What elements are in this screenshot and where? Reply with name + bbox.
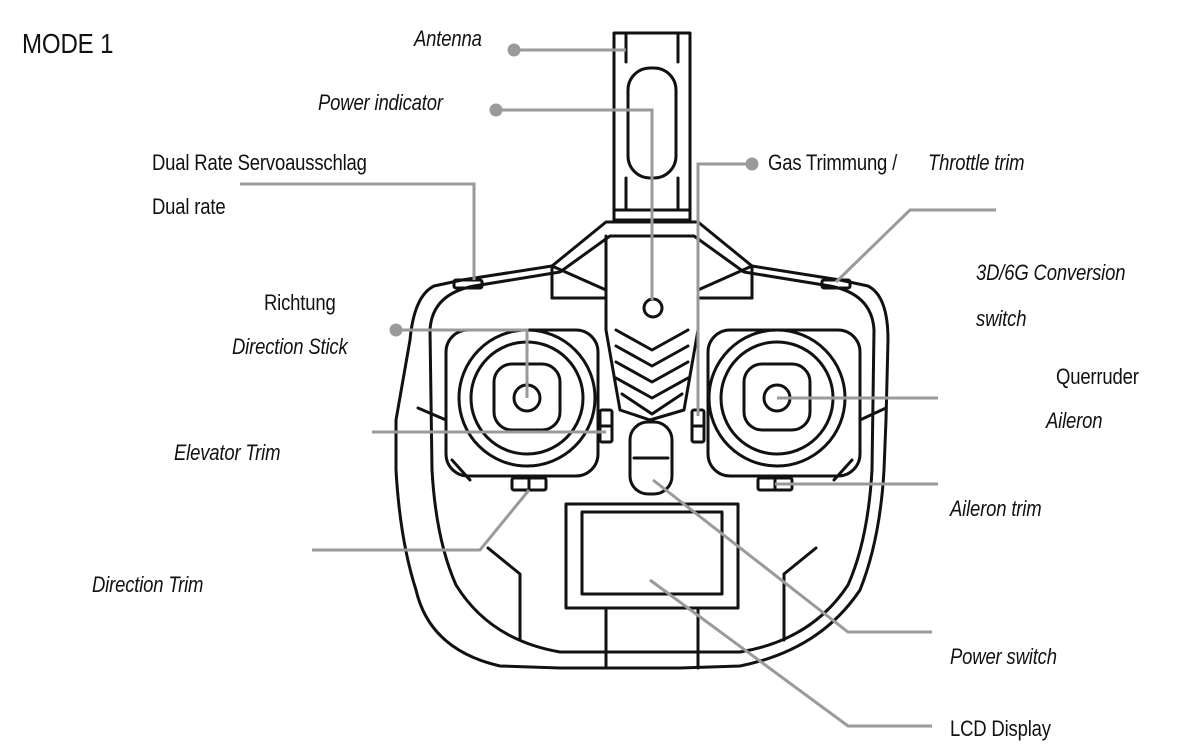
aileron-trim-label: Aileron trim: [950, 496, 1042, 521]
lcd-display-label: LCD Display: [950, 716, 1051, 741]
controller-body-outline: [394, 220, 890, 670]
conversion-switch-label-2: switch: [976, 306, 1027, 331]
mode-label: MODE 1: [22, 28, 114, 59]
power-indicator-label: Power indicator: [318, 90, 443, 115]
power-switch[interactable]: [628, 420, 674, 496]
throttle-trim-label: Throttle trim: [928, 150, 1025, 175]
querruder-label: Querruder: [1056, 364, 1139, 389]
dual-rate-label-en: Dual rate: [152, 194, 226, 219]
dual-rate-label-de: Dual Rate Servoausschlag: [152, 150, 367, 175]
richtung-label: Richtung: [264, 290, 336, 315]
leader-lines: [240, 43, 996, 728]
direction-trim-label: Direction Trim: [92, 572, 204, 597]
direction-stick-label: Direction Stick: [232, 334, 348, 359]
dual-rate-button[interactable]: [452, 278, 484, 290]
power-switch-label: Power switch: [950, 644, 1057, 669]
elevator-trim-label: Elevator Trim: [174, 440, 281, 465]
conversion-switch-label-1: 3D/6G Conversion: [976, 260, 1126, 285]
controller-body-inner: [428, 234, 876, 654]
aileron-label: Aileron: [1046, 408, 1103, 433]
lcd-display: [580, 510, 724, 596]
power-indicator-led: [642, 297, 664, 319]
antenna-label: Antenna: [414, 26, 482, 51]
gas-trimmung-label: Gas Trimmung /: [768, 150, 898, 175]
